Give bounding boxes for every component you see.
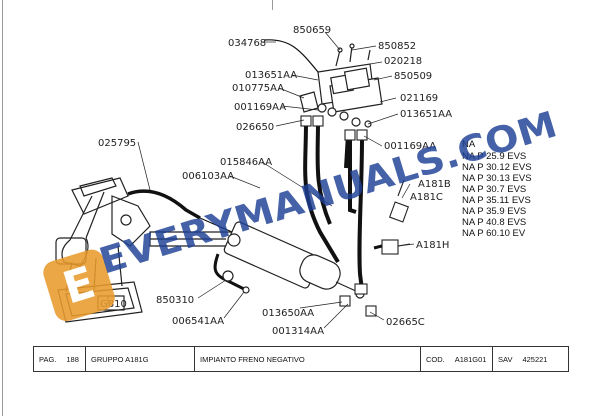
model-item: NA P 30.13 EVS <box>462 173 532 184</box>
model-list: NA NA P 25.9 EVS NA P 30.12 EVS NA P 30.… <box>462 139 532 239</box>
page-number: 188 <box>66 354 79 364</box>
part-013650aa: 013650AA <box>262 308 314 319</box>
page-number-cell: PAG. 188 <box>34 347 86 371</box>
part-850852: 850852 <box>378 41 416 52</box>
part-021169: 021169 <box>400 93 438 104</box>
model-item: NA P 40.8 EVS <box>462 217 526 228</box>
code-cell: COD. A181G01 <box>421 347 493 371</box>
part-020218: 020218 <box>384 56 422 67</box>
part-026650: 026650 <box>236 122 274 133</box>
part-034768: 034768 <box>228 38 266 49</box>
code-value: A181G01 <box>454 354 487 364</box>
watermark-badge: E <box>43 249 115 322</box>
group-cell: GRUPPO A181G <box>86 347 195 371</box>
model-item: NA P 30.12 EVS <box>462 162 532 173</box>
sav-cell: SAV 425221 <box>493 347 568 371</box>
part-010775aa: 010775AA <box>232 83 284 94</box>
part-001314aa: 001314AA <box>272 326 324 337</box>
model-item: NA P 35.11 EVS <box>462 195 531 206</box>
part-a181c: A181C <box>410 192 443 203</box>
part-850509: 850509 <box>394 71 432 82</box>
part-001169aa-left: 001169AA <box>234 102 286 113</box>
page-label: PAG. <box>39 354 57 364</box>
model-item: NA P 25.9 EVS <box>462 151 526 162</box>
part-001169aa-right: 001169AA <box>384 141 436 152</box>
part-850310: 850310 <box>156 295 194 306</box>
part-013651aa-right: 013651AA <box>400 109 452 120</box>
model-item: NA P 35.9 EVS <box>462 206 526 217</box>
pressure-switches <box>373 179 411 255</box>
model-item: NA P 60.10 EV <box>462 228 526 239</box>
solenoid-valve-block <box>299 43 383 128</box>
model-item: NA <box>462 139 476 150</box>
part-015846aa: 015846AA <box>220 157 272 168</box>
code-label: COD. <box>426 354 445 364</box>
sav-label: SAV <box>498 354 513 364</box>
leader-lines <box>107 31 415 329</box>
part-a181h: A181H <box>416 240 449 251</box>
part-a181b: A181B <box>418 179 451 190</box>
model-item: NA P 30.7 EVS <box>462 184 526 195</box>
title-block: PAG. 188 GRUPPO A181G IMPIANTO FRENO NEG… <box>33 346 569 372</box>
part-02665c: 02665C <box>386 317 425 328</box>
part-013651aa-left: 013651AA <box>245 70 297 81</box>
part-025795: 025795 <box>98 138 136 149</box>
part-006541aa: 006541AA <box>172 316 224 327</box>
part-number-labels: 850659 034768 850852 020218 013651AA 850… <box>98 25 452 337</box>
drawing-title: IMPIANTO FRENO NEGATIVO <box>200 354 305 364</box>
page-top-tick <box>272 0 273 10</box>
part-006103aa: 006103AA <box>182 171 234 182</box>
part-850659: 850659 <box>293 25 331 36</box>
hose-fittings <box>300 115 377 317</box>
brake-cable <box>127 189 233 233</box>
group-code: GRUPPO A181G <box>91 354 149 364</box>
part-g810: G810 <box>100 299 127 310</box>
title-cell: IMPIANTO FRENO NEGATIVO <box>195 347 421 371</box>
page-border-left <box>2 0 3 416</box>
sav-value: 425221 <box>522 354 548 364</box>
